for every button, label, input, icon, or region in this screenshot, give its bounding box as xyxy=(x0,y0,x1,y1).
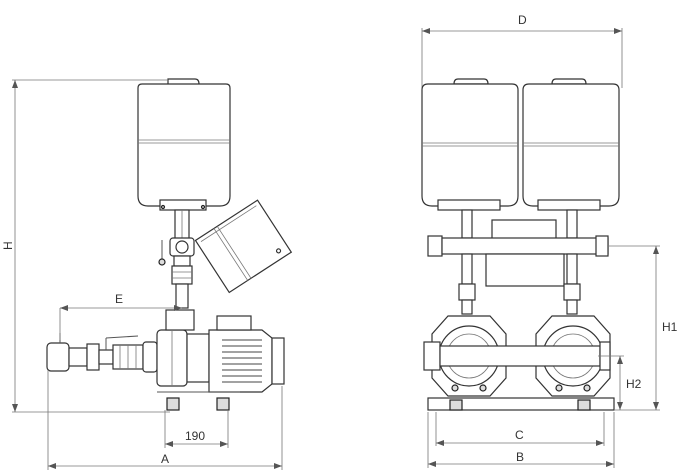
side-view: H E 190 A xyxy=(1,78,293,470)
dimension-h1: H1 xyxy=(608,245,678,411)
front-view: D xyxy=(421,13,678,468)
dimension-e-label: E xyxy=(115,292,123,306)
dimension-e: E xyxy=(59,292,182,340)
dimension-190-label: 190 xyxy=(185,429,205,443)
front-risers xyxy=(458,253,581,315)
dimension-h: H xyxy=(1,79,170,413)
dimension-b-label: B xyxy=(516,450,524,464)
front-manifold xyxy=(427,209,609,287)
dimension-b: B xyxy=(427,412,615,468)
dimension-c-label: C xyxy=(515,428,524,442)
side-pressure-tank xyxy=(137,78,231,211)
dimension-h2-label: H2 xyxy=(626,377,642,391)
side-motor xyxy=(208,315,285,393)
side-feet xyxy=(157,391,240,411)
dimension-a-label: A xyxy=(161,452,169,466)
side-control-box xyxy=(194,199,293,294)
dimension-d: D xyxy=(421,13,623,88)
side-riser-pipe xyxy=(158,209,195,309)
dimension-h1-label: H1 xyxy=(662,320,678,334)
front-suction-header xyxy=(423,341,611,371)
front-base-frame xyxy=(427,397,615,411)
side-discharge-valve-assembly xyxy=(46,333,158,373)
side-pump-body xyxy=(156,309,210,387)
dimension-d-label: D xyxy=(518,13,527,27)
front-pressure-tanks xyxy=(421,78,620,211)
dimension-a: A xyxy=(47,370,283,470)
dimension-c: C xyxy=(435,412,605,446)
dimension-190: 190 xyxy=(164,410,229,448)
dimension-h2: H2 xyxy=(598,355,642,410)
dimension-h-label: H xyxy=(1,241,15,250)
